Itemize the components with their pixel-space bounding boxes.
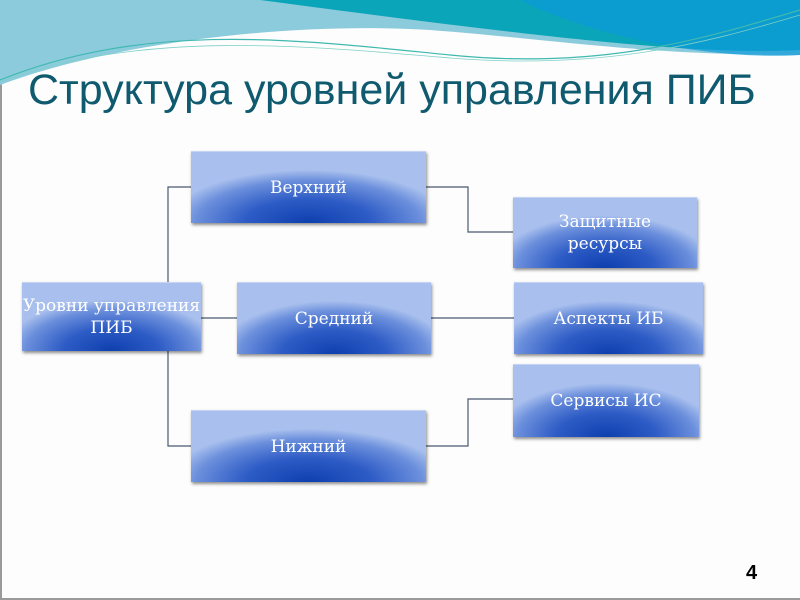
node-level-bottom: Нижний	[191, 410, 426, 482]
connector-root-top	[167, 186, 191, 282]
connector-root-bottom	[167, 350, 191, 447]
page-number: 4	[746, 562, 758, 584]
node-level-top: Верхний	[191, 151, 426, 223]
connector-top-protective	[426, 186, 513, 233]
node-level-middle: Средний	[237, 282, 431, 354]
connector-bottom-services	[426, 398, 513, 447]
node-protective-resources: Защитные ресурсы	[513, 197, 697, 268]
node-ib-aspects: Аспекты ИБ	[514, 282, 703, 354]
slide-title: Структура уровней управления ПИБ	[28, 66, 756, 114]
header-wave-decoration	[0, 0, 800, 85]
node-root: Уровни управления ПИБ	[22, 282, 201, 351]
node-is-services: Сервисы ИС	[513, 364, 699, 437]
